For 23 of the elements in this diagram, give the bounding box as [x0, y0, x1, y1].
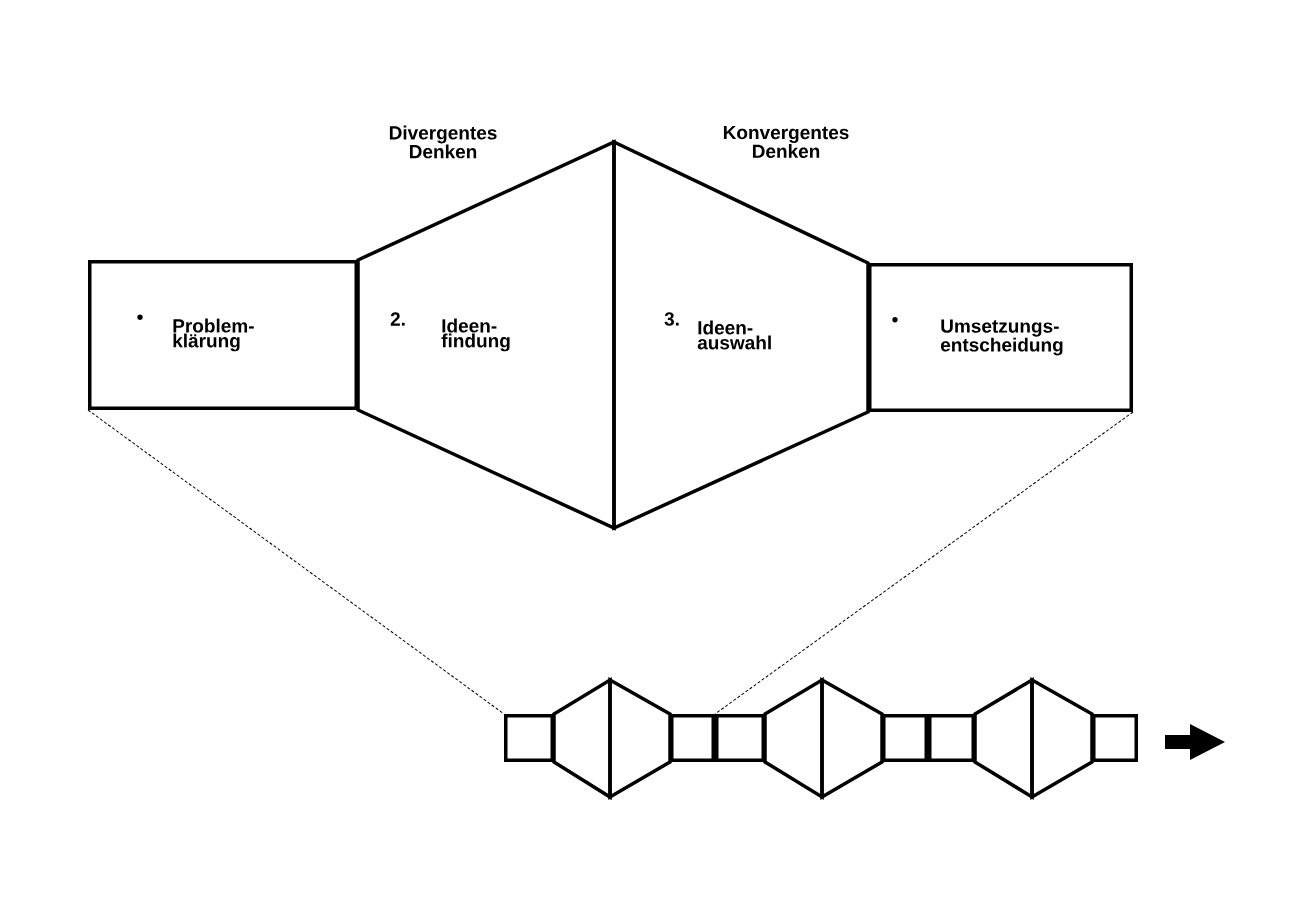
list-marker: • — [892, 317, 898, 323]
stage-label: Ideen-findung — [441, 318, 510, 352]
stage-label: Umsetzungs-entscheidung — [940, 319, 1063, 356]
stage-box — [504, 714, 554, 762]
list-marker: • — [137, 314, 143, 320]
stage-box — [1092, 714, 1138, 762]
stage-box — [715, 714, 765, 762]
thinking-label: Divergentes Denken — [389, 125, 497, 159]
leader-line — [87, 409, 505, 715]
stage-box — [670, 714, 715, 762]
stage-box — [928, 714, 975, 762]
stage-box — [882, 714, 928, 762]
stage-trapezoid — [763, 676, 824, 801]
thinking-label: Konvergentes Denken — [723, 126, 849, 158]
stage-box — [868, 263, 1133, 412]
leader-line — [714, 411, 1134, 715]
stage-trapezoid — [973, 676, 1034, 801]
stage-label: Problem-klärung — [173, 318, 254, 352]
list-marker: 2. — [390, 312, 405, 326]
stage-box — [88, 260, 358, 410]
stage-label: Ideen-auswahl — [697, 320, 771, 350]
list-marker: 3. — [664, 312, 679, 326]
stage-trapezoid — [552, 676, 612, 801]
